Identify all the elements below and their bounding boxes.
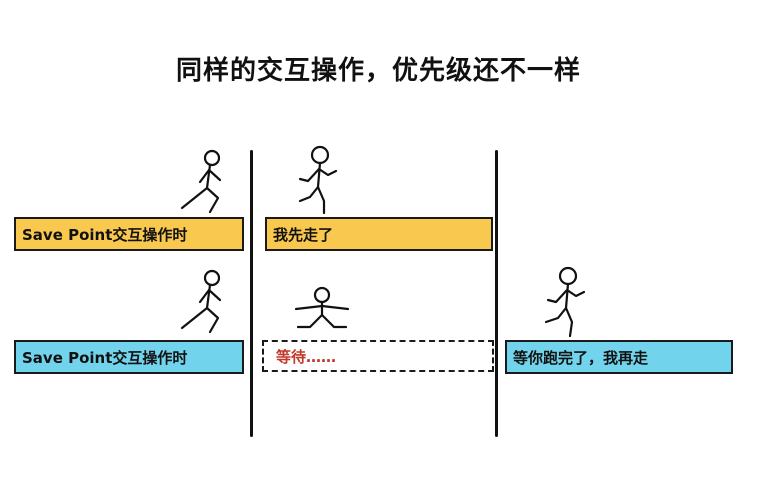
go-first-box: 我先走了 <box>265 217 493 251</box>
divider-right <box>495 150 498 437</box>
stick-figure-waiting <box>294 286 350 329</box>
save-point-box-row2: Save Point交互操作时 <box>14 340 244 374</box>
stick-figure-runner-row1-left <box>180 149 222 214</box>
save-point-box-row1: Save Point交互操作时 <box>14 217 244 251</box>
divider-left <box>250 150 253 437</box>
page-title: 同样的交互操作，优先级还不一样 <box>175 56 581 86</box>
stick-figure-runner-row1-middle <box>298 145 338 215</box>
waiting-box: 等待…… <box>262 340 494 372</box>
stick-figure-runner-row2-right <box>544 266 586 338</box>
wait-then-go-box: 等你跑完了，我再走 <box>505 340 733 374</box>
stick-figure-runner-row2-left <box>180 269 222 334</box>
